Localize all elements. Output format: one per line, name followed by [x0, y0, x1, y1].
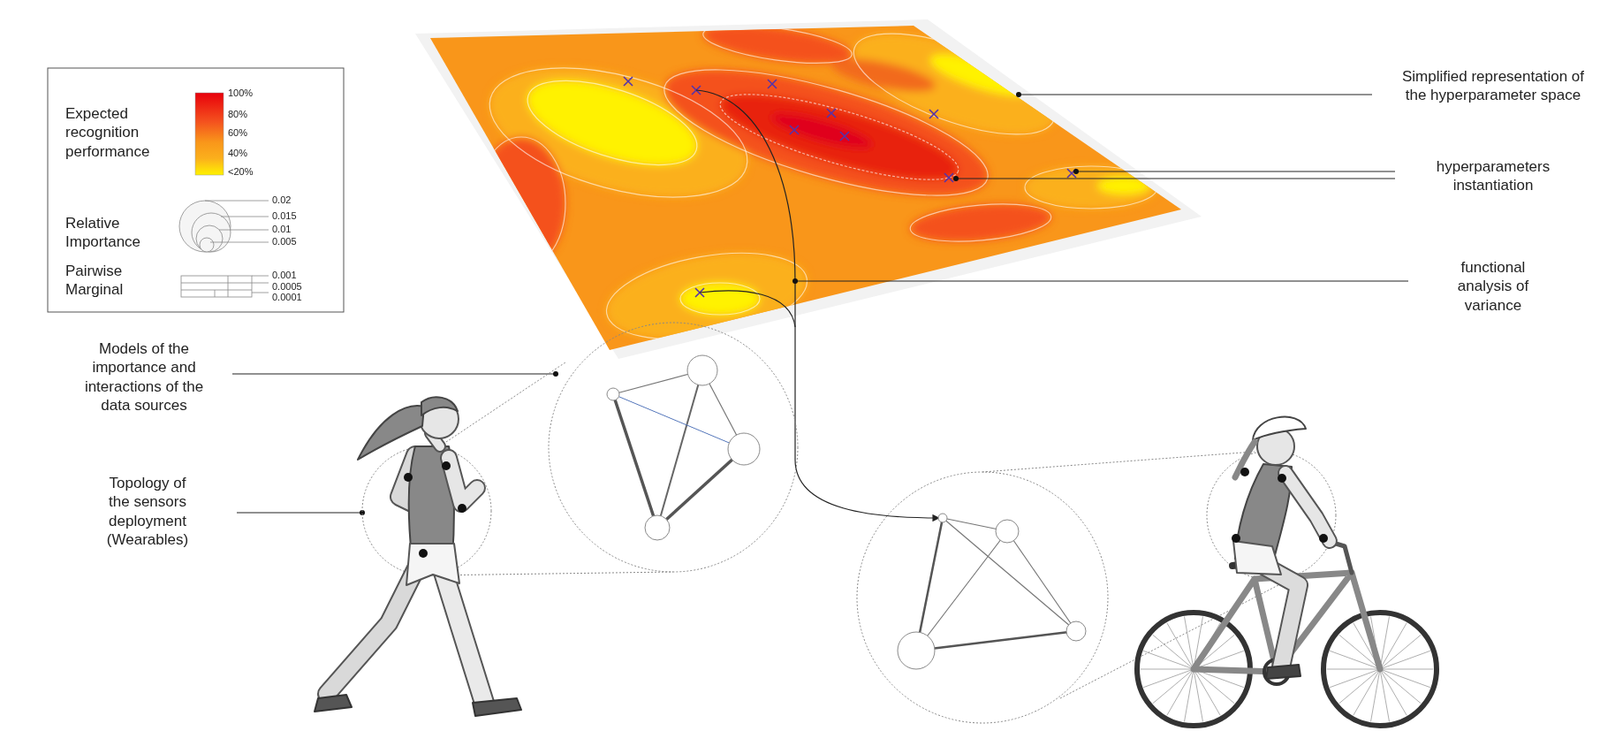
callout-label: Simplified representation of the hyperpa… — [1399, 67, 1587, 106]
callout-label: Topology of the sensors deployment (Wear… — [98, 473, 197, 549]
hyperparameter-heatmap — [424, 12, 1193, 363]
spoke — [1193, 668, 1235, 704]
legend-entry: Pairwise Marginal — [65, 261, 163, 300]
scale-value: 0.0005 — [272, 280, 326, 292]
spoke — [1380, 668, 1421, 704]
callout-label: hyperparameters instantiation — [1399, 157, 1587, 196]
cross-mark — [840, 131, 850, 141]
cyclist-figure — [1137, 417, 1437, 726]
spoke — [1144, 668, 1194, 688]
spoke — [1140, 668, 1194, 670]
cross-mark — [623, 76, 633, 86]
leader-lines — [232, 94, 1409, 513]
color-bar — [195, 92, 224, 175]
callout-label: Models of the importance and interaction… — [68, 339, 220, 415]
scale-value: 80% — [227, 108, 273, 120]
marginal-table — [181, 275, 269, 297]
legend-entry: Relative Importance — [65, 213, 163, 252]
spoke — [1380, 668, 1430, 688]
cross-mark — [789, 125, 799, 135]
scale-value: 40% — [227, 147, 273, 159]
cross-mark — [929, 109, 939, 119]
zoom-outlines — [362, 322, 1336, 723]
scale-value: 0.001 — [272, 269, 326, 281]
scale-value: 0.005 — [272, 235, 326, 247]
hyperparameter-marks — [623, 76, 1077, 297]
fanova-curves — [696, 90, 940, 518]
sensor-dots — [403, 461, 1328, 558]
spoke — [1330, 668, 1381, 688]
callout-label: functional analysis of variance — [1448, 257, 1538, 315]
importance-network — [606, 355, 760, 540]
runner-figure — [314, 396, 522, 716]
spoke — [1327, 668, 1381, 670]
spoke — [1167, 668, 1194, 715]
spoke — [1380, 668, 1434, 670]
legend-box — [47, 68, 344, 312]
spoke — [1144, 650, 1194, 669]
cross-mark — [826, 108, 836, 118]
importance-circles — [179, 200, 269, 252]
spoke — [1152, 668, 1194, 704]
spoke — [1353, 668, 1381, 715]
spoke — [1380, 650, 1430, 669]
scale-value: <20% — [227, 166, 273, 177]
spoke — [1380, 622, 1407, 669]
scale-value: 60% — [227, 127, 273, 138]
spoke — [1193, 668, 1203, 721]
spoke — [1380, 668, 1389, 721]
spoke — [1184, 616, 1194, 669]
cross-mark — [767, 79, 777, 89]
scale-value: 0.02 — [272, 194, 326, 205]
legend-entry: Expected recognition performance — [65, 104, 176, 161]
scale-value: 100% — [227, 87, 273, 99]
scale-value: 0.0001 — [272, 291, 326, 303]
spoke — [1152, 634, 1194, 669]
spoke — [1339, 668, 1381, 704]
leader-dots — [359, 91, 1079, 516]
scale-value: 0.01 — [272, 223, 326, 235]
spoke — [1380, 634, 1421, 669]
cross-mark — [944, 173, 954, 182]
importance-network — [897, 513, 1086, 669]
scale-value: 0.015 — [272, 210, 326, 221]
